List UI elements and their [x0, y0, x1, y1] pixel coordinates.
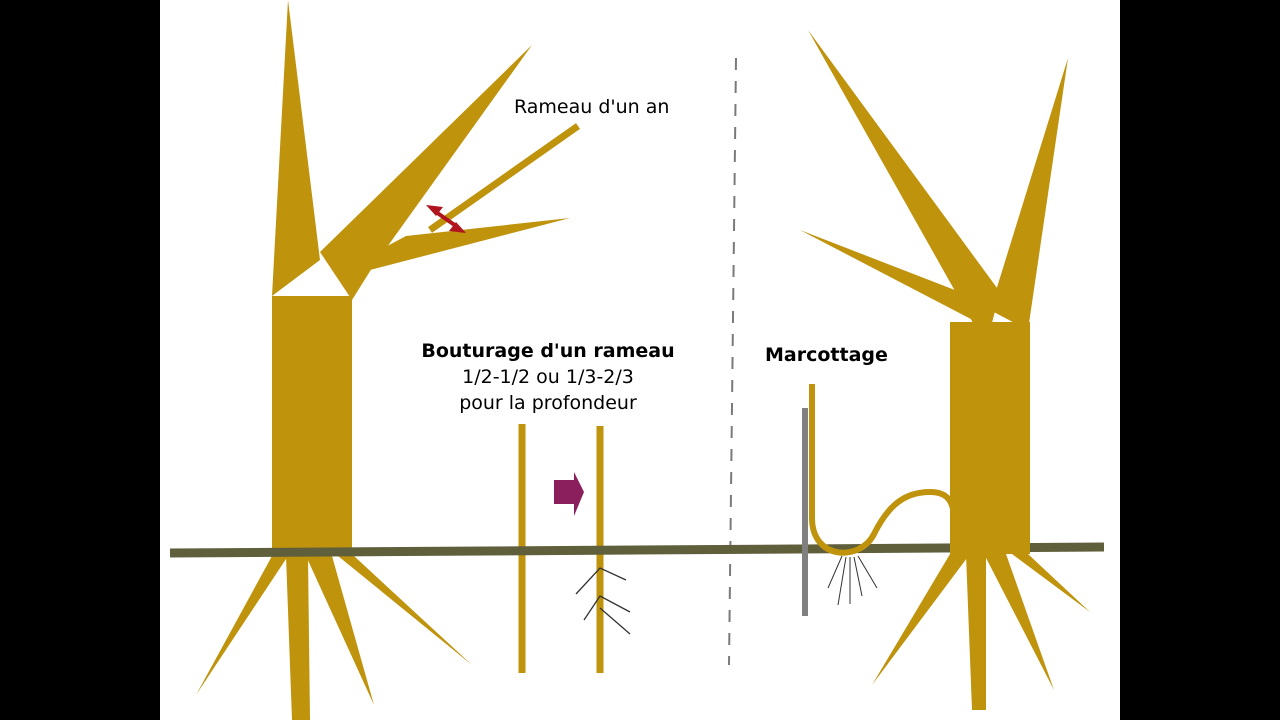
layering-title: Marcottage: [765, 344, 888, 366]
transition-arrow: [554, 472, 584, 516]
dashed-divider: [728, 57, 737, 666]
right-tree-right-branch: [990, 58, 1068, 330]
right-tree-root-3: [984, 554, 1054, 690]
left-tree: [196, 0, 570, 720]
right-tree-trunk: [950, 322, 1030, 554]
left-tree-root-2: [286, 556, 310, 720]
right-tree-root-1: [872, 554, 970, 685]
left-tree-root-1: [196, 556, 288, 695]
cutting-depth: pour la profondeur: [459, 392, 637, 414]
layering-branch: [809, 384, 957, 556]
left-tree-root-4: [338, 556, 472, 665]
left-tree-trunk: [272, 296, 352, 552]
left-tree-side-branch: [346, 218, 570, 270]
slide: Rameau d'un an Bouturage d'un rameau 1/2…: [160, 0, 1120, 720]
right-tree: [800, 30, 1090, 710]
cutting-roots: [575, 567, 631, 635]
cutting-ratio: 1/2-1/2 ou 1/3-2/3: [462, 366, 634, 388]
right-tree-left-branch: [808, 30, 1000, 346]
right-tree-far-left-branch: [800, 230, 992, 330]
diagram-canvas: [169, 0, 1105, 720]
left-tree-root-3: [306, 556, 374, 705]
left-tree-main-branch: [320, 45, 532, 300]
left-tree-upper-branch: [272, 0, 320, 296]
ground-line: [169, 542, 1105, 558]
angle-double-arrow: [426, 205, 466, 233]
one-year-branch: [427, 123, 581, 233]
right-tree-root-4: [1012, 554, 1090, 612]
right-tree-root-2: [966, 554, 986, 710]
cutting-title: Bouturage d'un rameau: [421, 340, 675, 362]
cutting-caption: Bouturage d'un rameau 1/2-1/2 ou 1/3-2/3…: [390, 338, 706, 416]
layering-roots: [827, 555, 878, 606]
one-year-branch-label: Rameau d'un an: [514, 96, 670, 118]
